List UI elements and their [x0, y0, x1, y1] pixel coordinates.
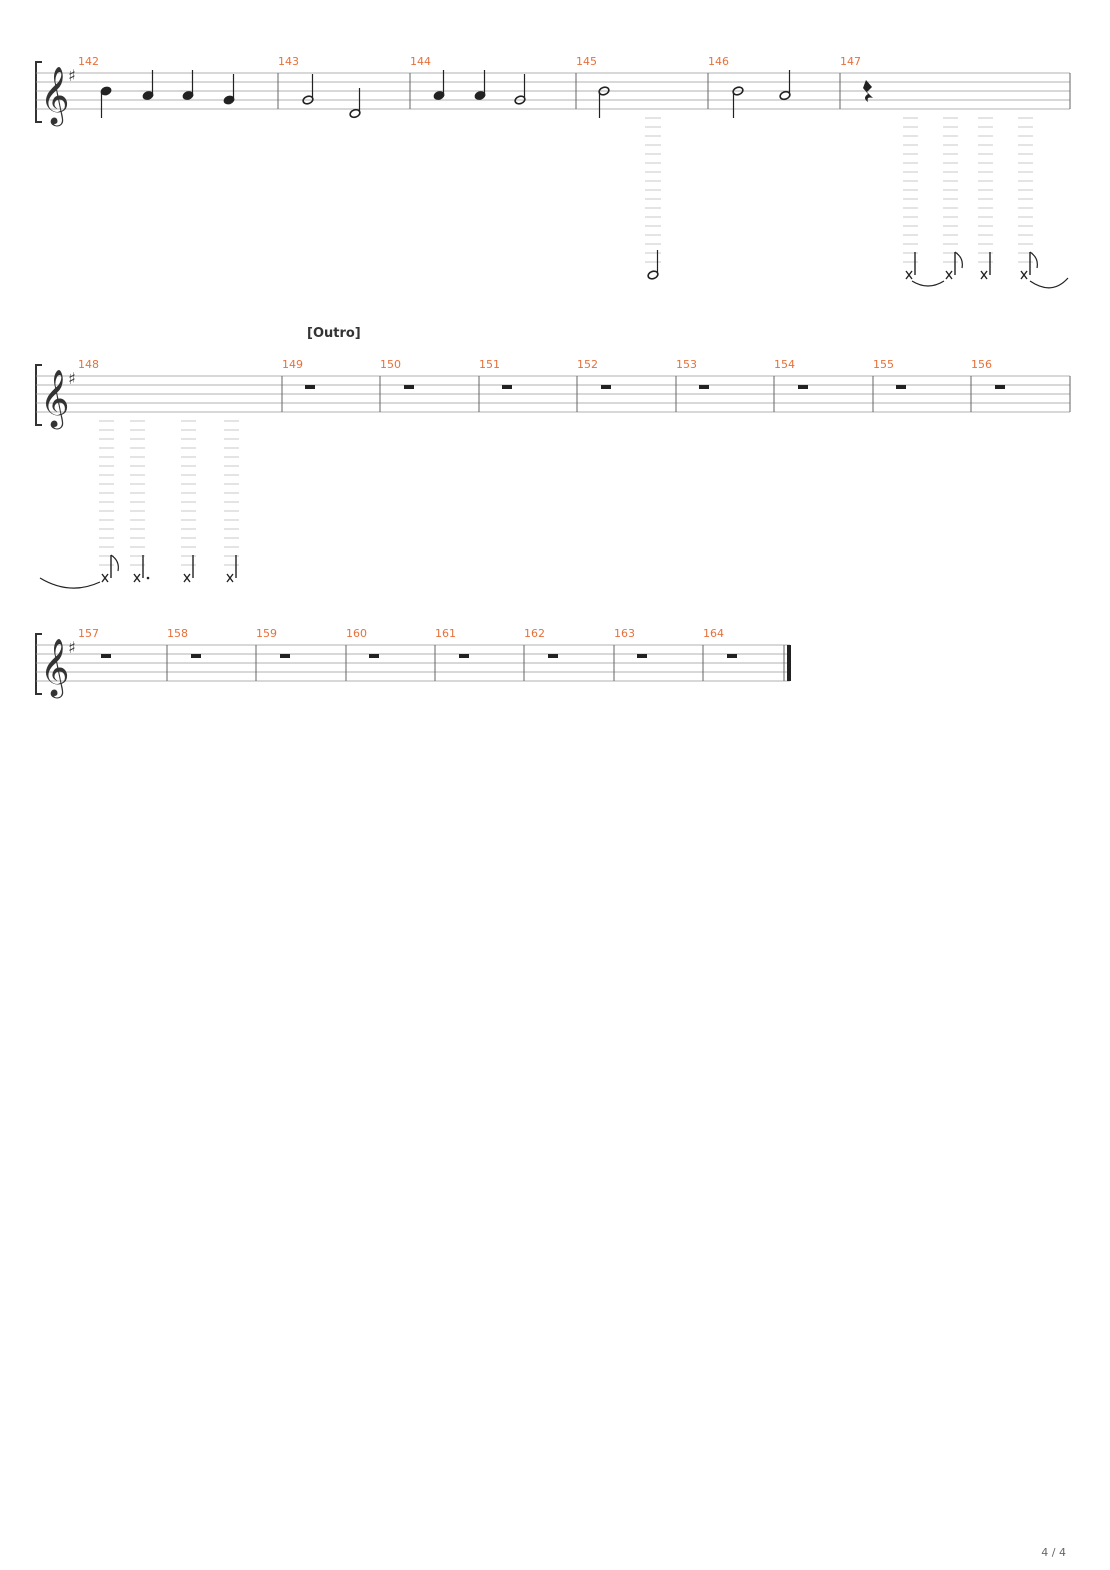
staff-lines [36, 72, 1070, 110]
whole-rest-icon [502, 385, 512, 389]
staff-system-1: 𝄞 ♯ 142 143 144 145 146 147 [35, 55, 1071, 289]
quarter-rest-icon [863, 80, 873, 102]
whole-rest-icon [798, 385, 808, 389]
sharp-icon: ♯ [68, 638, 76, 657]
measure-number: 145 [576, 55, 597, 68]
ledger-lines [99, 420, 239, 566]
measure-number: 156 [971, 358, 992, 371]
tie [1029, 277, 1069, 289]
staff-system-2: [Outro] 𝄞 ♯ 148 149 150 151 152 153 154 [35, 326, 1071, 589]
measure-number: 159 [256, 627, 277, 640]
note-group [647, 250, 659, 280]
tie [911, 280, 945, 287]
treble-clef-icon: 𝄞 [40, 369, 70, 430]
note-group [598, 86, 610, 118]
whole-rest-icon [699, 385, 709, 389]
barlines [166, 645, 785, 681]
measure-number: 142 [78, 55, 99, 68]
note-group [100, 70, 235, 118]
staff-lines [36, 375, 1070, 413]
measure-number: 163 [614, 627, 635, 640]
treble-clef-icon: 𝄞 [40, 66, 70, 127]
whole-rest-icon [727, 654, 737, 658]
measure-number: 164 [703, 627, 724, 640]
measure-number: 157 [78, 627, 99, 640]
sharp-icon: ♯ [68, 66, 76, 85]
treble-clef-icon: 𝄞 [40, 638, 70, 699]
whole-rest-icon [191, 654, 201, 658]
measure-number: 144 [410, 55, 431, 68]
measure-number: 146 [708, 55, 729, 68]
whole-rest-icon [601, 385, 611, 389]
whole-rest-icon [459, 654, 469, 658]
ledger-lines [903, 117, 1033, 263]
staff-system-3: 𝄞 ♯ 157 158 159 160 161 162 163 164 [35, 627, 791, 699]
measure-number: 162 [524, 627, 545, 640]
measure-number: 153 [676, 358, 697, 371]
measure-number: 158 [167, 627, 188, 640]
whole-rest-icon [101, 654, 111, 658]
measure-number: 160 [346, 627, 367, 640]
measure-number: 147 [840, 55, 861, 68]
whole-rest-icon [305, 385, 315, 389]
measure-number: 149 [282, 358, 303, 371]
measure-number: 150 [380, 358, 401, 371]
ledger-lines [645, 117, 661, 263]
system-bracket [35, 633, 42, 695]
measure-number: 155 [873, 358, 894, 371]
sharp-icon: ♯ [68, 369, 76, 388]
whole-rest-group [305, 385, 1005, 389]
whole-rest-icon [995, 385, 1005, 389]
measure-number: 143 [278, 55, 299, 68]
x-notehead-group [101, 554, 237, 583]
whole-rest-icon [369, 654, 379, 658]
final-barline [787, 645, 791, 681]
whole-rest-icon [896, 385, 906, 389]
system-bracket [35, 61, 42, 123]
note-group [302, 74, 361, 119]
staff-lines [36, 644, 790, 682]
whole-rest-group [101, 654, 737, 658]
measure-number: 161 [435, 627, 456, 640]
page-number: 4 / 4 [1041, 1546, 1066, 1559]
note-group [514, 74, 526, 105]
whole-rest-icon [548, 654, 558, 658]
measure-number: 151 [479, 358, 500, 371]
barlines [281, 376, 1071, 412]
barlines [277, 73, 1071, 109]
measure-number: 148 [78, 358, 99, 371]
whole-rest-icon [280, 654, 290, 658]
whole-rest-icon [404, 385, 414, 389]
note-group [732, 70, 791, 118]
section-label: [Outro] [307, 326, 361, 341]
note-group [433, 70, 486, 100]
measure-number: 154 [774, 358, 795, 371]
measure-number: 152 [577, 358, 598, 371]
whole-rest-icon [637, 654, 647, 658]
tie [39, 577, 101, 589]
system-bracket [35, 364, 42, 426]
x-notehead-group [905, 251, 1038, 280]
